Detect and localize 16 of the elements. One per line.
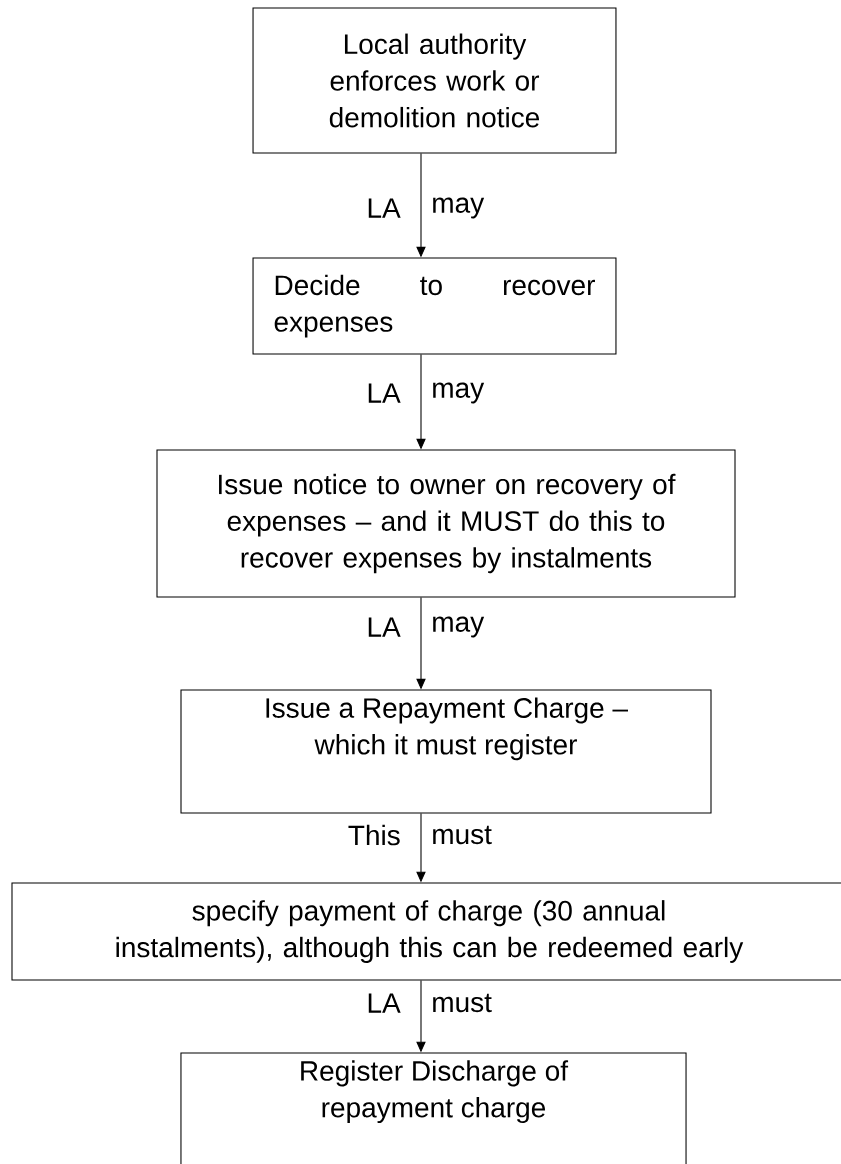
modal-verb-text: may [433, 616, 485, 638]
modal-verb-text: may [433, 197, 485, 219]
edge-label: LA [368, 993, 401, 1013]
process-box: specify payment of charge (30 annual instalments), although this can be redeemed early [11, 882, 841, 981]
edge-label: LA [368, 198, 401, 218]
modal-verb-text: must [433, 993, 492, 1013]
modal-verb-text: may [433, 382, 485, 404]
edge-label: This [348, 824, 400, 846]
process-box: Local authority enforces work or demolition notice [252, 7, 617, 154]
edge-label: LA [368, 383, 401, 403]
process-box: Issue a Repayment Charge – which it must register [180, 689, 712, 814]
modal-verb-text: must [433, 825, 492, 845]
process-box: Decide to recover expenses [252, 257, 617, 355]
process-box: Issue notice to owner on recovery of expenses – and it MUST do this to recover expenses by instalments [156, 449, 736, 598]
process-box: Register Discharge of repayment charge [180, 1052, 687, 1164]
edge-label: LA [368, 617, 401, 637]
